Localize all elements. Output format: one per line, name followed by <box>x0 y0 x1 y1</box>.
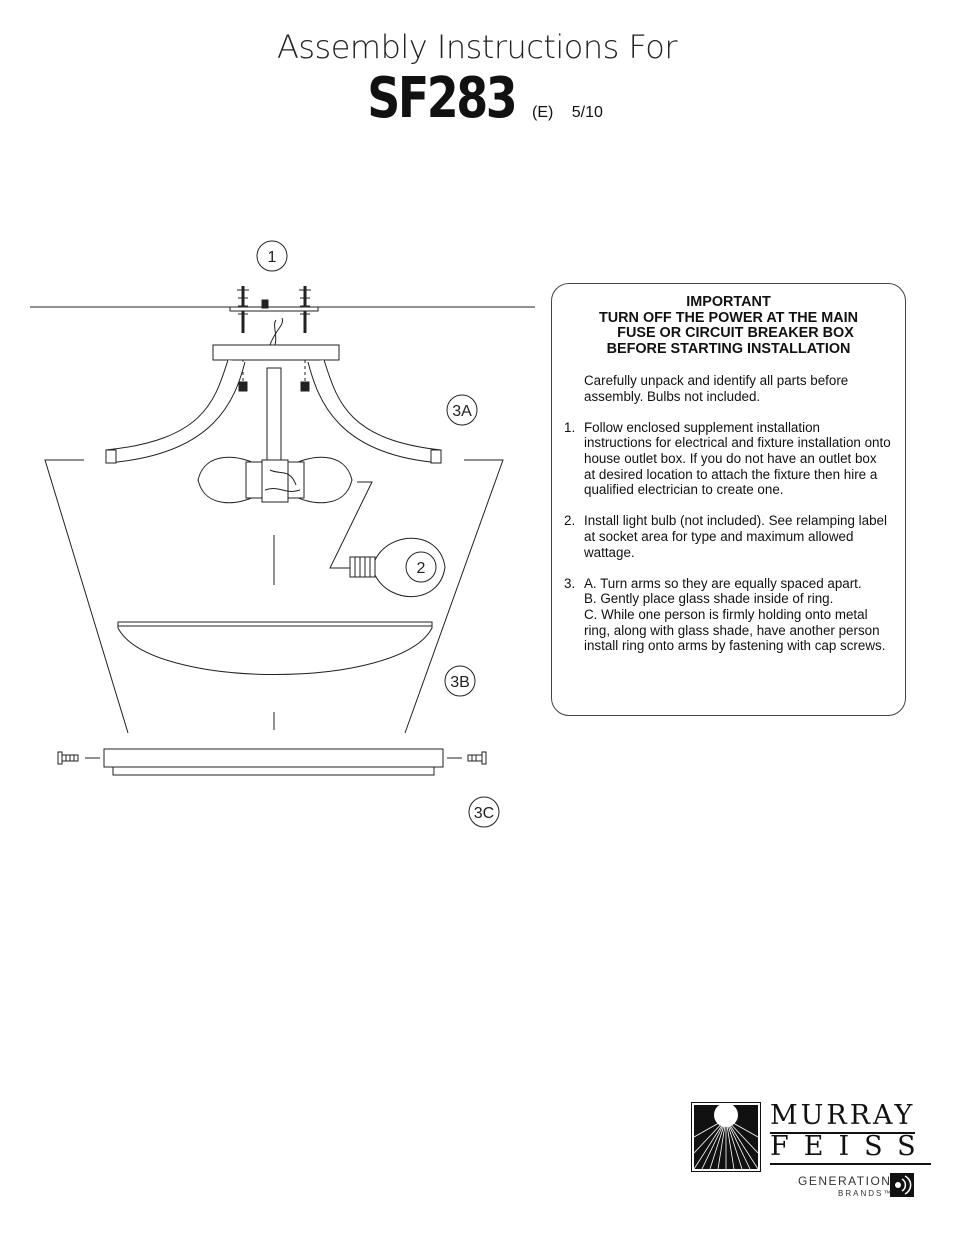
callout-2 <box>405 551 437 583</box>
assembly-diagram: 1 3A 2 3B 3C <box>30 240 535 828</box>
shade-guide-left <box>44 459 129 734</box>
step-1-number: 1. <box>564 419 576 435</box>
instructions-box: IMPORTANT TURN OFF THE POWER AT THE MAIN… <box>551 283 906 716</box>
arm-left <box>105 359 246 464</box>
important-line-2: TURN OFF THE POWER AT THE MAIN <box>598 309 858 326</box>
arm-right <box>307 359 442 464</box>
model-date: 5/10 <box>571 104 603 121</box>
callout-3c <box>468 796 500 828</box>
logo-text-murray: MURRAY <box>770 1101 916 1134</box>
step-3-line-a: A. Turn arms so they are equally spaced … <box>584 575 862 591</box>
important-heading: IMPORTANT <box>686 294 771 310</box>
callout-3c-label: 3C <box>474 805 494 822</box>
important-notice: IMPORTANT TURN OFF THE POWER AT THE MAIN… <box>552 294 905 357</box>
cap-screw-right <box>447 751 487 765</box>
callout-3b <box>444 665 476 697</box>
step-3-line-b: B. Gently place glass shade inside of ri… <box>584 591 834 607</box>
step-3-number: 3. <box>564 575 576 591</box>
callout-1-label: 1 <box>268 249 277 266</box>
step-1-text: Follow enclosed supplement installation … <box>584 419 891 498</box>
important-line-4: BEFORE STARTING INSTALLATION <box>606 340 851 357</box>
callout-2-label: 2 <box>417 560 426 577</box>
step-2: 2. Install light bulb (not included). Se… <box>552 513 905 560</box>
model-row: SF283 (E) 5/10 <box>0 66 954 131</box>
step-2-text: Install light bulb (not included). See r… <box>584 513 887 560</box>
canopy <box>212 344 340 361</box>
cap-screw-left <box>57 751 100 765</box>
step-1: 1. Follow enclosed supplement installati… <box>552 420 905 498</box>
document-title: Assembly Instructions For <box>276 28 678 66</box>
brand-logo: MURRAY FEISS GENERATION BRANDS™ <box>691 1101 931 1203</box>
important-line-3: FUSE OR CIRCUIT BREAKER BOX <box>617 325 854 341</box>
glass-shade <box>117 621 433 675</box>
model-edition: (E) <box>532 104 554 121</box>
model-number: SF283 <box>367 66 517 131</box>
callout-3a <box>446 394 478 426</box>
intro-paragraph: Carefully unpack and identify all parts … <box>584 373 849 404</box>
wires <box>269 317 284 346</box>
center-stem <box>266 367 282 461</box>
bulb-right <box>291 456 353 504</box>
logo-text-feiss: FEISS <box>770 1131 931 1165</box>
bulb-left <box>197 456 259 504</box>
metal-ring <box>103 748 444 768</box>
callout-1 <box>256 240 288 272</box>
murray-feiss-logo-icon <box>691 1102 761 1172</box>
step-2-number: 2. <box>564 513 576 529</box>
callout-3a-label: 3A <box>452 403 472 420</box>
shade-guide-right <box>404 459 504 734</box>
generation-brands-icon <box>890 1173 914 1197</box>
logo-text-generation: GENERATION <box>798 1174 892 1188</box>
step-3-line-c: C. While one person is firmly holding on… <box>584 606 886 654</box>
step-3: 3. A. Turn arms so they are equally spac… <box>552 576 905 654</box>
callout-3b-label: 3B <box>450 674 470 691</box>
logo-text-brands: BRANDS™ <box>838 1189 894 1198</box>
crossbar <box>229 306 319 312</box>
